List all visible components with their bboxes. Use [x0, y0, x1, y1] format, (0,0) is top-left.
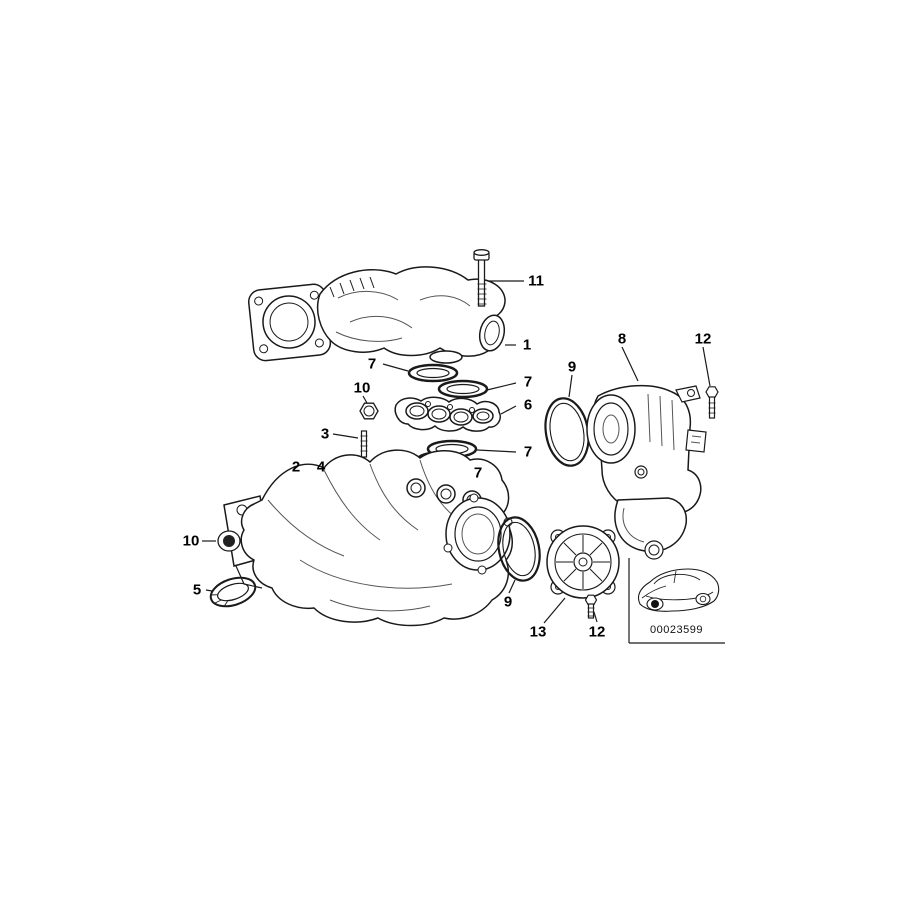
callout-7a: 7	[367, 355, 377, 373]
diagram-code: 00023599	[650, 624, 703, 636]
callout-5: 5	[192, 581, 202, 599]
throttle-body	[586, 384, 707, 560]
flange-plate	[394, 396, 501, 432]
hex-nut-icon	[359, 402, 379, 420]
callout-3: 3	[320, 425, 330, 443]
callout-11: 11	[528, 272, 544, 290]
callout-13: 13	[529, 623, 547, 641]
callout-1: 1	[522, 336, 532, 354]
callout-4: 4	[316, 458, 326, 476]
stud-bolt-long	[360, 430, 368, 458]
gasket-ring-upper-2	[437, 379, 489, 399]
callout-10b: 10	[182, 532, 200, 550]
manifold-bolt-icon	[473, 249, 490, 307]
car-side-icon	[637, 568, 720, 612]
callout-12a: 12	[694, 330, 712, 348]
callout-7d: 7	[473, 464, 483, 482]
o-ring-throttle	[544, 397, 590, 467]
hex-bolt-top-icon	[705, 386, 719, 419]
lower-intake-manifold	[223, 449, 513, 627]
callout-10a: 10	[353, 379, 371, 397]
idle-control-flange	[546, 525, 620, 599]
callout-9b: 9	[503, 593, 513, 611]
callout-9a: 9	[567, 358, 577, 376]
profile-gasket	[209, 576, 257, 608]
o-ring-adapter	[497, 516, 541, 582]
upper-intake-manifold	[247, 266, 506, 364]
callout-2: 2	[291, 458, 301, 476]
callout-7c: 7	[523, 443, 533, 461]
callout-7b: 7	[523, 373, 533, 391]
callout-12b: 12	[588, 623, 606, 641]
callout-8: 8	[617, 330, 627, 348]
gasket-ring-upper-1	[407, 363, 459, 383]
car-thumbnail	[628, 558, 725, 644]
hex-bolt-bottom-icon	[584, 594, 598, 619]
callout-6: 6	[523, 396, 533, 414]
sealing-cap-icon	[217, 530, 241, 552]
